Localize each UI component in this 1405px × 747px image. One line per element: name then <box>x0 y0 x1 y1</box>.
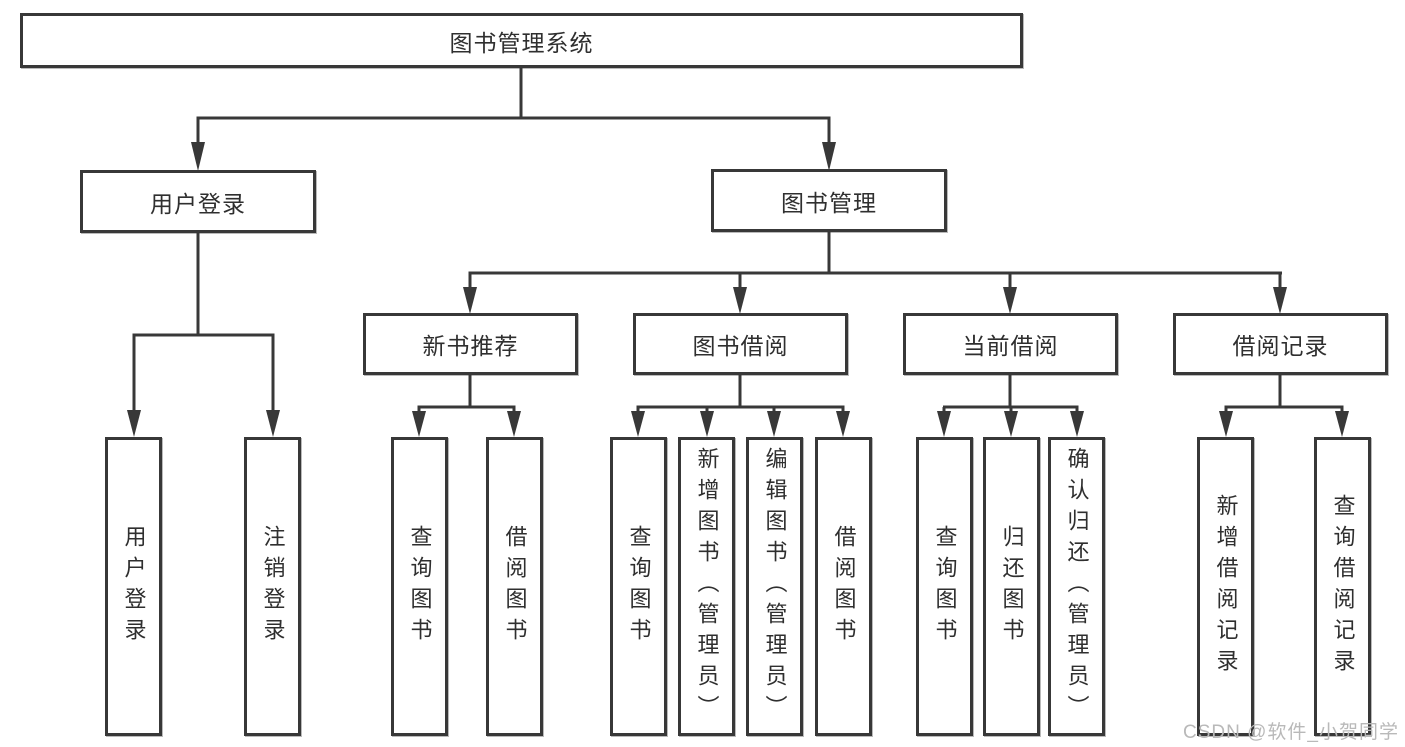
leaf-user-login: 用户登录 <box>105 437 162 736</box>
arrowhead-icon <box>507 411 521 437</box>
connector-arrowheads <box>127 142 1349 437</box>
leaf-logout: 注销登录 <box>244 437 301 736</box>
leaf-query-books-recommend: 查询图书 <box>391 437 448 736</box>
arrowhead-icon <box>836 411 850 437</box>
leaf-add-books-admin: 新增图书（管理员） <box>678 437 735 736</box>
node-label: 图书借阅 <box>692 333 789 359</box>
node-borrowing-records: 借阅记录 <box>1173 313 1388 375</box>
arrowhead-icon <box>733 287 747 314</box>
node-root-system: 图书管理系统 <box>20 13 1023 68</box>
node-label: 查询图书 <box>407 524 433 649</box>
node-label: 借阅记录 <box>1232 333 1329 359</box>
arrowhead-icon <box>127 410 141 437</box>
leaf-return-books: 归还图书 <box>983 437 1040 736</box>
node-label: 新增图书（管理员） <box>694 447 720 726</box>
arrowhead-icon <box>463 287 477 314</box>
leaf-confirm-return-admin: 确认归还（管理员） <box>1048 437 1105 736</box>
leaf-query-books-current: 查询图书 <box>916 437 973 736</box>
node-book-borrowing: 图书借阅 <box>633 313 848 375</box>
node-label: 借阅图书 <box>502 524 528 649</box>
node-label: 用户登录 <box>121 524 147 649</box>
arrowhead-icon <box>767 411 781 437</box>
leaf-query-books-borrowing: 查询图书 <box>610 437 667 736</box>
node-label: 归还图书 <box>999 524 1025 649</box>
leaf-borrow-books: 借阅图书 <box>815 437 872 736</box>
node-label: 图书管理 <box>781 189 877 216</box>
node-book-management: 图书管理 <box>711 169 947 232</box>
node-current-borrowing: 当前借阅 <box>903 313 1118 375</box>
connector-segments <box>132 67 1344 414</box>
arrowhead-icon <box>1219 411 1233 437</box>
arrowhead-icon <box>266 410 280 437</box>
leaf-query-borrow-record: 查询借阅记录 <box>1314 437 1371 736</box>
watermark: CSDN @软件_小贺同学 <box>1183 722 1399 743</box>
node-label: 查询借阅记录 <box>1330 493 1356 680</box>
arrowhead-icon <box>191 142 205 171</box>
arrowhead-icon <box>700 411 714 437</box>
node-label: 确认归还（管理员） <box>1064 447 1090 726</box>
arrowhead-icon <box>937 411 951 437</box>
node-label: 用户登录 <box>150 190 246 217</box>
node-user-login: 用户登录 <box>80 170 316 233</box>
node-label: 当前借阅 <box>962 333 1059 359</box>
arrowhead-icon <box>631 411 645 437</box>
node-label: 新增借阅记录 <box>1213 493 1239 680</box>
node-label: 编辑图书（管理员） <box>762 447 788 726</box>
node-label: 注销登录 <box>260 524 286 649</box>
node-label: 图书管理系统 <box>449 29 594 56</box>
node-label: 查询图书 <box>932 524 958 649</box>
leaf-edit-books-admin: 编辑图书（管理员） <box>746 437 803 736</box>
leaf-add-borrow-record: 新增借阅记录 <box>1197 437 1254 736</box>
arrowhead-icon <box>1335 411 1349 437</box>
node-label: 新书推荐 <box>422 333 519 359</box>
arrowhead-icon <box>1273 287 1287 314</box>
arrowhead-icon <box>1004 411 1018 437</box>
arrowhead-icon <box>412 411 426 437</box>
node-label: 借阅图书 <box>831 524 857 649</box>
leaf-borrow-books-recommend: 借阅图书 <box>486 437 543 736</box>
node-new-book-recommendation: 新书推荐 <box>363 313 578 375</box>
node-label: 查询图书 <box>626 524 652 649</box>
arrowhead-icon <box>1003 287 1017 314</box>
arrowhead-icon <box>822 142 836 171</box>
arrowhead-icon <box>1070 411 1084 437</box>
